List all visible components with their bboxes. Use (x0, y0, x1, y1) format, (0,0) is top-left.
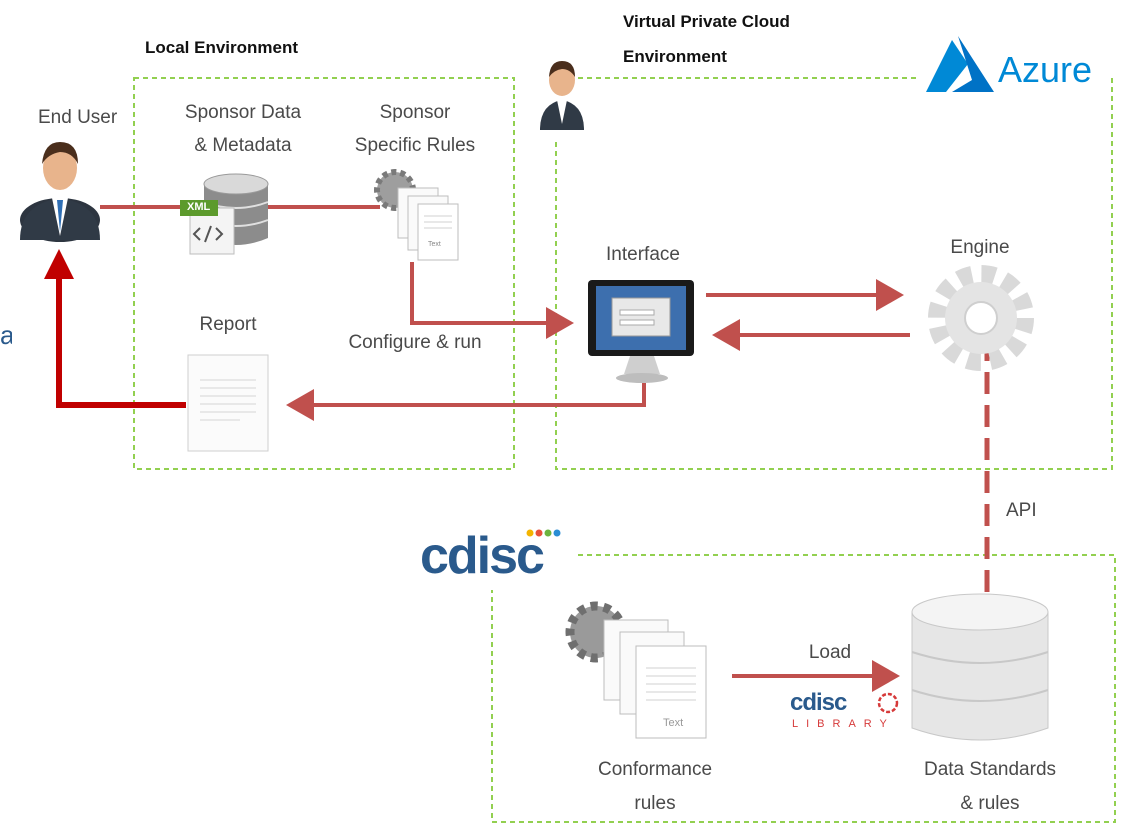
conformance-rules-label-line2: rules (634, 793, 676, 814)
xml-tag-label: XML (187, 201, 211, 213)
conformance-rules-label-line1: Conformance (597, 759, 713, 780)
cdisc-environment-border (491, 554, 1116, 823)
report-label: Report (199, 314, 257, 335)
partial-left-text: a (0, 320, 12, 350)
azure-logo-icon (926, 36, 994, 92)
report-document-icon (187, 354, 269, 452)
engine-gear-icon (928, 265, 1034, 371)
rules-to-interface-arrow (410, 262, 574, 339)
cloud-user-icon (540, 61, 584, 130)
end-user-label: End User (38, 107, 118, 128)
cdisc-logo-text: cdisc (420, 527, 545, 585)
cdisc-library-logo-text: cdisc (790, 689, 847, 716)
api-label: API (1006, 500, 1037, 521)
cloud-environment-border (555, 77, 1113, 470)
sponsor-data-label-line1: Sponsor Data (184, 102, 302, 123)
conformance-text-tag: Text (663, 717, 684, 729)
interface-label: Interface (606, 244, 680, 265)
report-to-user-arrow (44, 249, 186, 408)
configure-run-label: Configure & run (348, 332, 482, 353)
xml-document-icon (180, 200, 235, 255)
cdisc-dots-icon (526, 529, 561, 537)
cdisc-library-subtext: LIBRARY (792, 718, 895, 730)
cloud-environment-title-line2: Environment (623, 47, 727, 66)
data-standards-database-icon (911, 593, 1049, 741)
sponsor-rules-label-line2: Specific Rules (354, 135, 476, 156)
cdisc-library-flower-icon (877, 692, 899, 714)
conformance-rules-icon (565, 601, 707, 739)
sponsor-rules-icon (374, 169, 459, 261)
cloud-environment-title-line1: Virtual Private Cloud (623, 12, 790, 31)
rules-text-tag: Text (428, 241, 441, 248)
engine-label: Engine (950, 237, 1010, 258)
load-label: Load (808, 642, 852, 663)
sponsor-data-label-line2: & Metadata (194, 135, 292, 156)
interface-monitor-icon (588, 280, 694, 383)
data-standards-label-line2: & rules (960, 793, 1020, 814)
sponsor-rules-label-line1: Sponsor (379, 102, 451, 123)
local-environment-border (133, 77, 515, 470)
end-user-icon (20, 142, 100, 242)
azure-logo-text: Azure (998, 49, 1093, 90)
data-standards-label-line1: Data Standards (923, 759, 1057, 780)
interface-to-report-arrow (286, 383, 646, 421)
local-environment-title: Local Environment (145, 38, 299, 57)
